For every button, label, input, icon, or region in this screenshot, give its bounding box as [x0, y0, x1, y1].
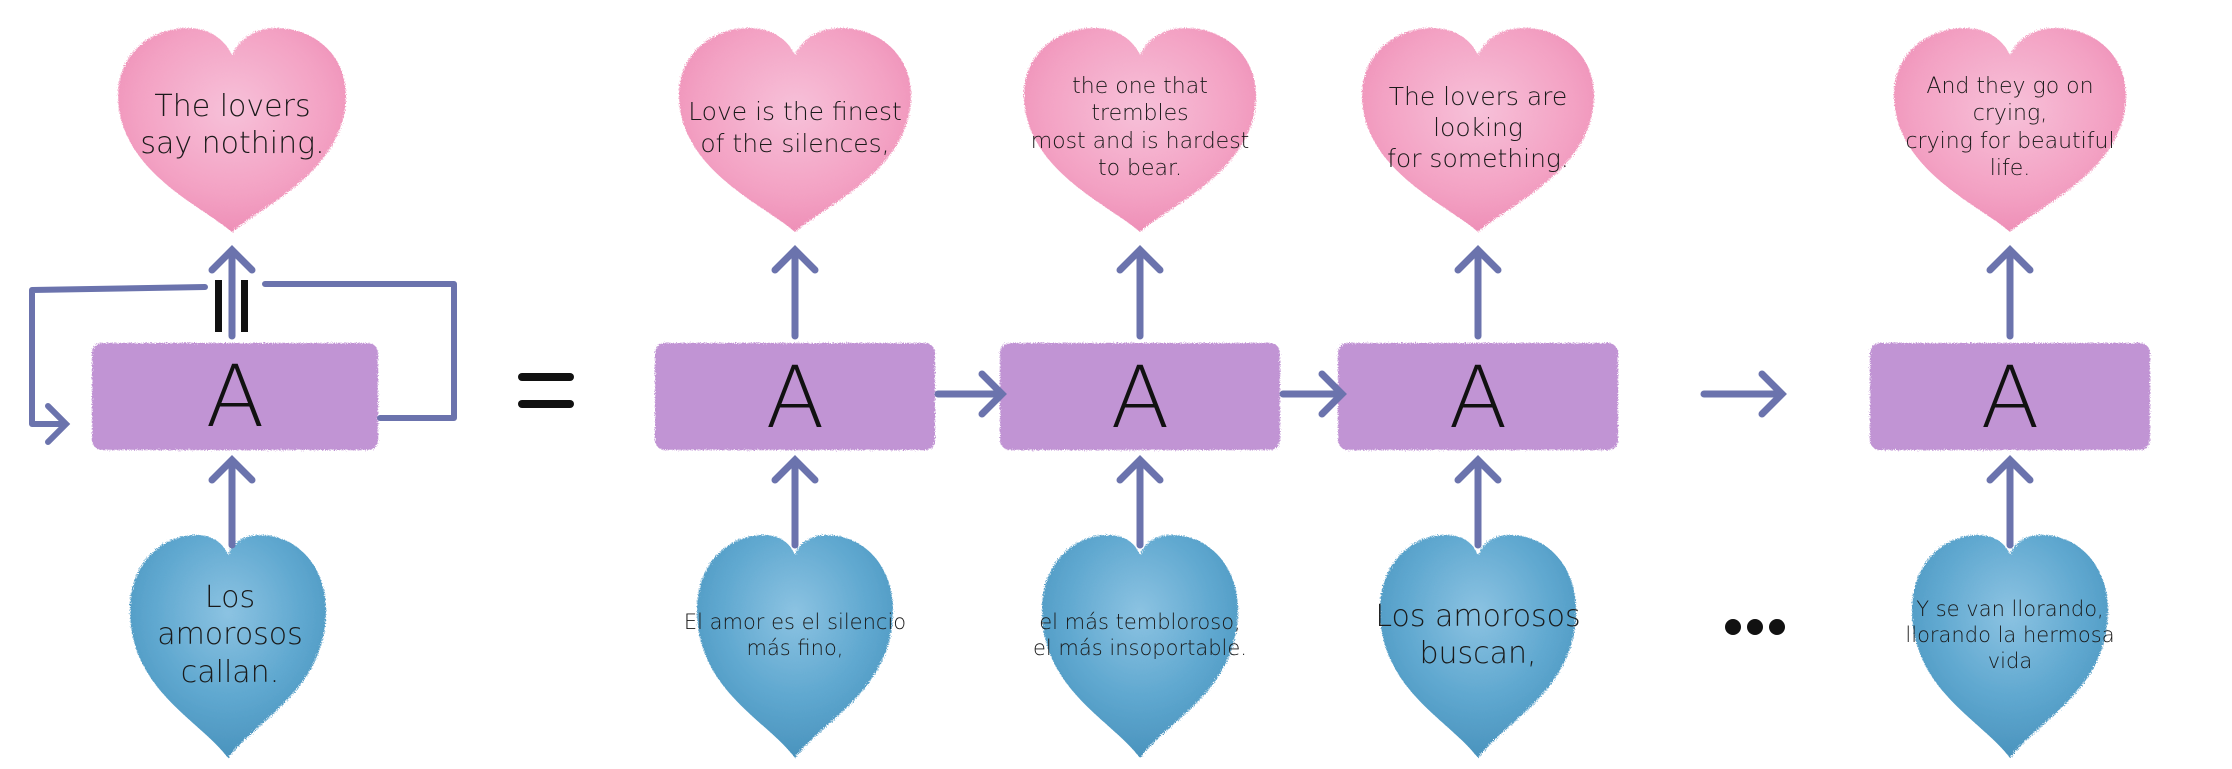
input-heart-1	[697, 535, 893, 758]
folded-cell-group	[29, 28, 457, 758]
output-heart-3	[1362, 28, 1594, 232]
recurrent-arrows	[934, 370, 1787, 418]
input-arrow-4	[1986, 455, 2034, 549]
folded-box-label: A	[205, 346, 265, 447]
input-heart-4	[1912, 535, 2108, 758]
step-1	[655, 28, 935, 758]
recurrent-arrow-1	[934, 370, 1007, 418]
input-heart-folded	[130, 535, 326, 758]
equals-sign	[518, 373, 574, 408]
recurrent-loop-arrowhead	[45, 403, 71, 445]
cell-box-4	[1870, 343, 2150, 450]
step-2	[1000, 28, 1280, 758]
recurrent-loop	[29, 281, 457, 427]
box-label-4: A	[1980, 348, 2040, 448]
ellipsis-dots	[1725, 619, 1785, 635]
input-arrow-1	[771, 455, 819, 549]
cell-box-folded	[92, 343, 378, 450]
output-arrow-1	[771, 245, 819, 340]
cell-box-3	[1338, 343, 1618, 450]
output-heart-folded	[118, 28, 346, 232]
input-heart-3	[1380, 535, 1576, 758]
unrolled-steps	[655, 28, 2150, 758]
output-heart-4	[1894, 28, 2126, 232]
step-4	[1870, 28, 2150, 758]
input-arrow-2	[1116, 455, 1164, 549]
input-heart-2	[1042, 535, 1238, 758]
box-label-2: A	[1110, 348, 1170, 448]
cell-box-2	[1000, 343, 1280, 450]
box-label-3: A	[1448, 348, 1508, 448]
loop-gap-mark-left	[215, 280, 222, 332]
box-label-1: A	[765, 348, 825, 448]
output-arrowhead-folded	[208, 245, 256, 274]
step-3	[1338, 28, 1618, 758]
input-arrow-3	[1454, 455, 1502, 549]
output-arrow-2	[1116, 245, 1164, 340]
recurrent-arrow-3	[1700, 370, 1787, 418]
loop-gap-mark-right	[241, 280, 248, 332]
output-heart-2	[1024, 28, 1256, 232]
output-heart-1	[679, 28, 911, 232]
input-arrowhead-folded	[208, 455, 256, 484]
output-arrow-3	[1454, 245, 1502, 340]
cell-box-1	[655, 343, 935, 450]
output-arrow-4	[1986, 245, 2034, 340]
recurrent-arrow-2	[1279, 370, 1347, 418]
